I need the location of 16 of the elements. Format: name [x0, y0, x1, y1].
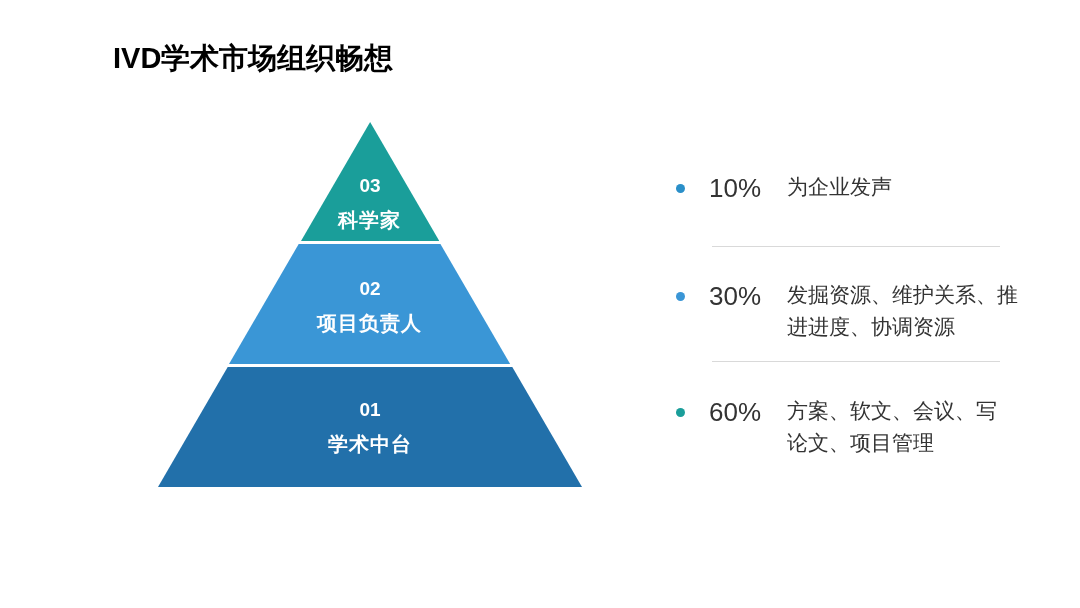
- pyramid-level: [158, 367, 582, 487]
- pyramid-level: [229, 244, 511, 364]
- percentage: 10%: [709, 172, 763, 205]
- level-number: 02: [359, 277, 381, 301]
- description: 方案、软文、会议、写论文、项目管理: [787, 398, 998, 456]
- description: 发掘资源、维护关系、推进进度、协调资源: [787, 282, 1019, 340]
- percentage: 30%: [709, 280, 763, 313]
- pyramid-level: [300, 122, 440, 241]
- title: IVD学术市场组织畅想: [113, 41, 394, 76]
- level-title: 项目负责人: [317, 311, 423, 336]
- level-number: 03: [359, 174, 381, 198]
- description: 为企业发声: [787, 174, 893, 200]
- level-title: 学术中台: [328, 432, 412, 457]
- level-number: 01: [359, 398, 381, 422]
- percentage: 60%: [709, 396, 763, 429]
- level-title: 科学家: [338, 208, 402, 233]
